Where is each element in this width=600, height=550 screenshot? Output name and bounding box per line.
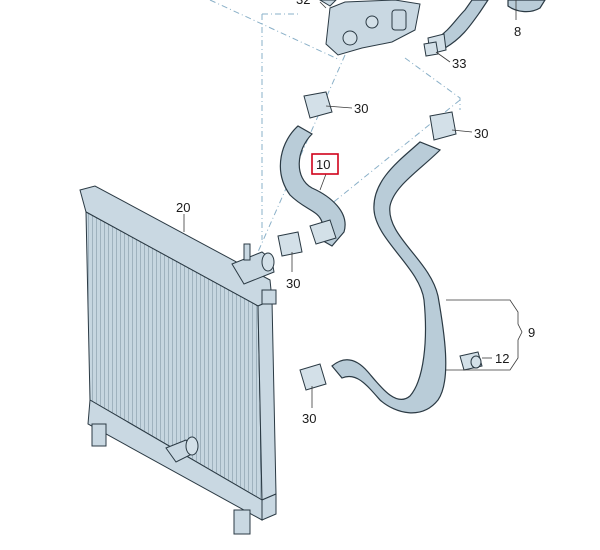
label-top-part: 32	[296, 0, 310, 7]
upper-hose	[279, 91, 346, 247]
sensor-clip	[459, 351, 483, 371]
top-hose	[427, 0, 546, 55]
label-clamp-right: 30	[474, 126, 488, 141]
label-top-hose: 8	[514, 24, 521, 39]
label-hose-set: 9	[528, 325, 535, 340]
lower-hose	[299, 111, 457, 414]
thermostat-housing	[319, 0, 421, 56]
radiator	[79, 185, 277, 535]
part-labels: 32 8 33 30 30 10 20 30 9 12 30	[176, 0, 535, 426]
label-upper-hose: 10	[316, 157, 330, 172]
neck-clamp	[277, 231, 303, 257]
label-clamp-neck: 30	[286, 276, 300, 291]
label-sensor-clip: 12	[495, 351, 509, 366]
label-radiator: 20	[176, 200, 190, 215]
label-clamp-lower: 30	[302, 411, 316, 426]
label-clamp-upper: 30	[354, 101, 368, 116]
label-small-clip: 33	[452, 56, 466, 71]
small-clip	[423, 41, 439, 57]
leader-lines	[183, 0, 523, 408]
highlight-box	[311, 153, 339, 175]
